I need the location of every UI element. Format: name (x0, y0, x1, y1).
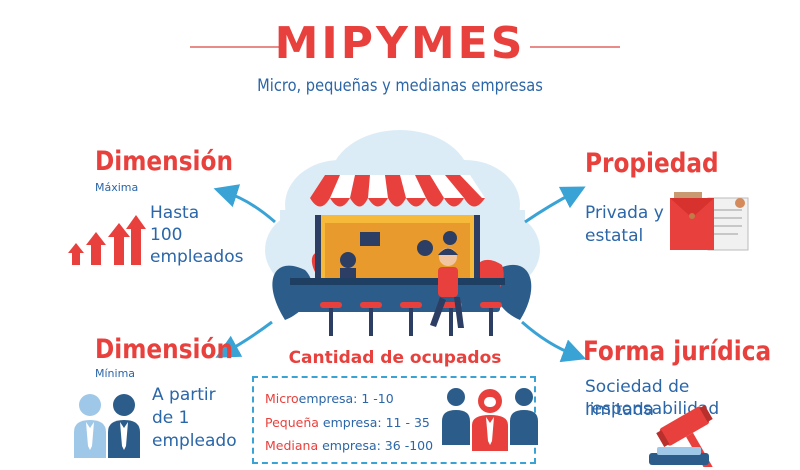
title-rule-left (190, 46, 284, 48)
arrow-bottom-right (521, 320, 587, 363)
propiedad-line-2: estatal (585, 226, 644, 246)
up-arrows-icon (68, 215, 146, 265)
ocupados-row-micro: Microempresa: 1 -10 (265, 391, 394, 406)
arrow-bottom-left (215, 320, 273, 358)
row-prefix: Micro (265, 391, 299, 406)
forma-juridica-heading: Forma jurídica (583, 336, 772, 367)
kiosk-illustration (265, 130, 540, 336)
row-prefix: Mediana (265, 438, 319, 453)
arrow-top-right (524, 186, 586, 224)
ocupados-heading: Cantidad de ocupados (288, 348, 502, 368)
arrow-top-left (213, 184, 276, 224)
dimension-min-line-2: de 1 (152, 408, 190, 428)
people-pair-icon (74, 394, 140, 458)
dimension-max-heading: Dimensión (95, 146, 233, 177)
propiedad-line-1: Privada y (585, 203, 664, 223)
forma-juridica-line-1: Sociedad de responsabilidad (585, 377, 720, 419)
row-rest: empresa: 1 -10 (298, 391, 394, 406)
propiedad-heading: Propiedad (585, 148, 719, 179)
dimension-max-sublabel: Máxima (95, 181, 139, 194)
dimension-max-line-1: Hasta (150, 203, 200, 223)
dimension-min-line-1: A partir (152, 385, 216, 405)
group-people-icon (442, 388, 538, 451)
dimension-max-line-3: empleados (150, 247, 244, 267)
gavel-icon (649, 405, 713, 467)
dimension-max-line-2: 100 (150, 225, 183, 245)
row-prefix: Pequeña (265, 415, 319, 430)
page-title: MIPYMES (274, 18, 526, 69)
dimension-min-sublabel: Mínima (95, 367, 136, 380)
ocupados-row-mediana: Mediana empresa: 36 -100 (265, 438, 433, 453)
ocupados-row-pequena: Pequeña empresa: 11 - 35 (265, 415, 430, 430)
dimension-min-heading: Dimensión (95, 334, 233, 365)
title-rule-right (530, 46, 620, 48)
document-folder-icon (670, 192, 749, 251)
row-rest: empresa: 11 - 35 (318, 415, 430, 430)
forma-juridica-line-2: limitada (585, 400, 655, 420)
dimension-min-line-3: empleado (152, 431, 237, 451)
row-rest: empresa: 36 -100 (318, 438, 434, 453)
page-subtitle: Micro, pequeñas y medianas empresas (257, 76, 543, 96)
